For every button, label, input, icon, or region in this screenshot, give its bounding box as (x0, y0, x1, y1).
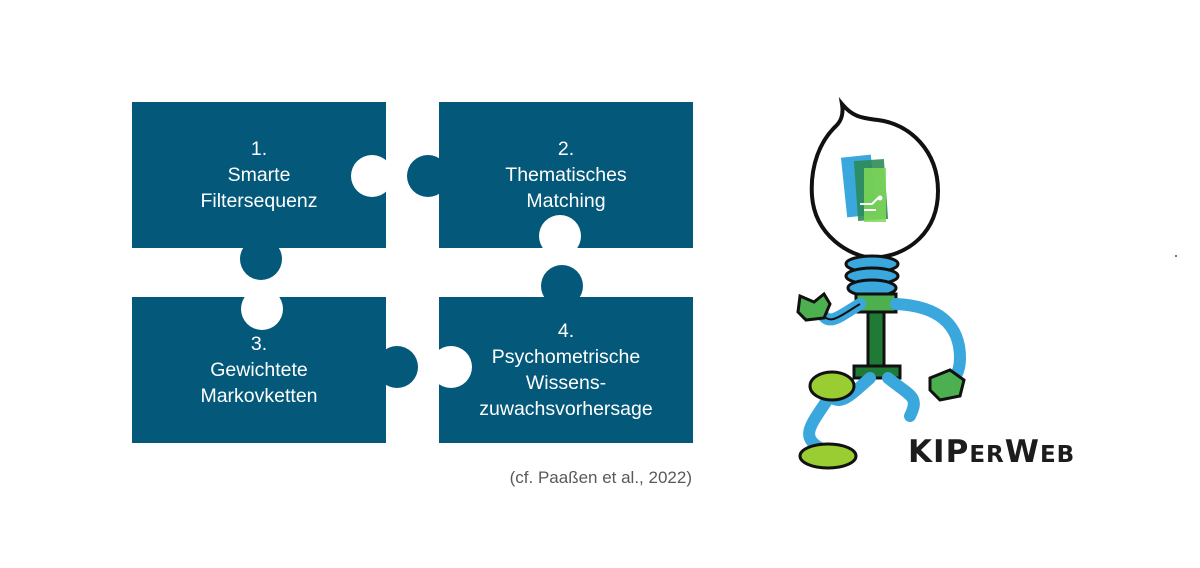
puzzle-piece-1-label: 1. Smarte Filtersequenz (200, 138, 318, 212)
tab-piece-4-top (541, 265, 583, 307)
notch-piece-1-right (351, 155, 393, 197)
puzzle-piece-2-label: 2. Thematisches Matching (505, 138, 627, 212)
puzzle-piece-2: 2. Thematisches Matching (439, 102, 693, 248)
tab-piece-2-left (407, 155, 449, 197)
lightbulb-robot-mascot (796, 97, 967, 470)
circuit-book-icon (840, 154, 889, 222)
puzzle-piece-4-label: 4. Psychometrische Wissens- zuwachsvorhe… (479, 320, 653, 420)
citation: (cf. Paaßen et al., 2022) (509, 468, 692, 487)
notch-piece-2-bottom (539, 215, 581, 257)
puzzle-piece-1-shape (132, 102, 386, 248)
background-speck (1175, 255, 1177, 257)
puzzle-connectors (132, 102, 693, 443)
puzzle-piece-3: 3. Gewichtete Markovketten (132, 297, 386, 443)
kiperweb-logo-text: KIPERWEB (908, 434, 1076, 470)
notch-piece-3-top (241, 288, 283, 330)
tab-piece-3-right (376, 346, 418, 388)
notch-piece-4-left (430, 346, 472, 388)
puzzle-piece-3-label: 3. Gewichtete Markovketten (200, 333, 318, 407)
puzzle-piece-1: 1. Smarte Filtersequenz (132, 102, 386, 248)
puzzle-piece-4-shape (439, 297, 693, 443)
tab-piece-1-bottom (240, 238, 282, 280)
puzzle-piece-4: 4. Psychometrische Wissens- zuwachsvorhe… (439, 297, 693, 443)
